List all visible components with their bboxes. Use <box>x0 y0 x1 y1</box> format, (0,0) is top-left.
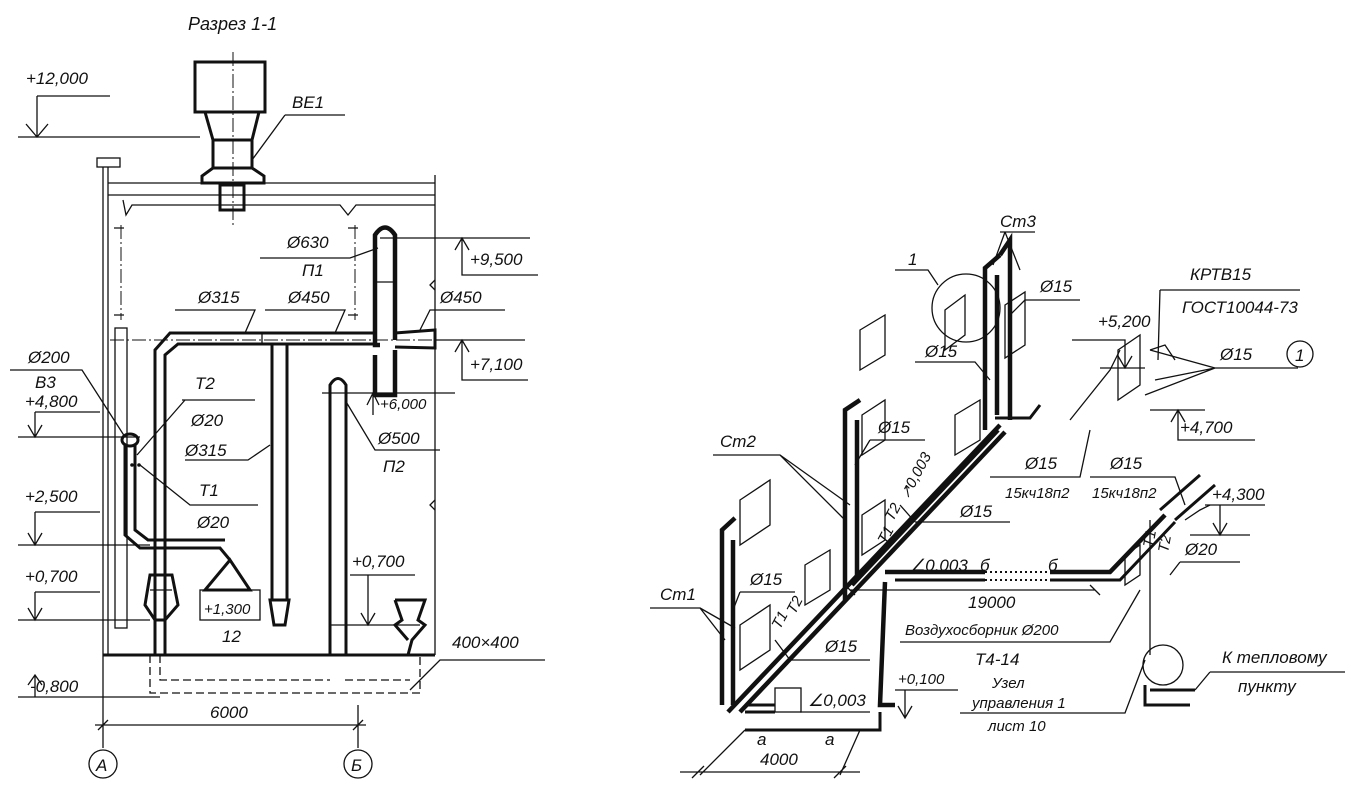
control-unit <box>774 687 802 713</box>
label-d15e: Ø15 <box>959 502 993 521</box>
level-12000: +12,000 <box>26 69 88 88</box>
node-marker-1 <box>1286 340 1314 368</box>
label-d315b: Ø315 <box>184 441 227 460</box>
detail-circle-1 <box>931 273 1001 343</box>
label-st2: Ст2 <box>720 432 756 451</box>
level-0700a: +0,700 <box>25 567 78 586</box>
label-b2: б <box>1048 556 1059 575</box>
label-d315a: Ø315 <box>197 288 240 307</box>
dimension-19000: 19000 <box>968 593 1016 612</box>
label-t2a: Т2 <box>882 500 906 524</box>
label-t2: Т2 <box>195 374 215 393</box>
radiators <box>739 290 1211 672</box>
label-list-10: лист 10 <box>987 718 1046 735</box>
callout-1: 1 <box>908 250 917 269</box>
label-duct-400x400: 400×400 <box>452 633 519 652</box>
label-p2: П2 <box>383 457 405 476</box>
label-t1b: Т1 <box>1140 528 1160 548</box>
label-uzel: Узел <box>991 675 1025 692</box>
level-7100: +7,100 <box>470 355 523 374</box>
label-d15g: Ø15 <box>1109 454 1143 473</box>
label-d15h: Ø15 <box>749 570 783 589</box>
label-a2: а <box>825 730 834 749</box>
dimension-6000: 6000 <box>210 703 248 722</box>
level-0100: +0,100 <box>898 671 945 688</box>
label-d450a: Ø450 <box>287 288 330 307</box>
level-4700: +4,700 <box>1180 418 1233 437</box>
label-valve-krtv15: КРТВ15 <box>1190 265 1252 284</box>
label-air-collector: Воздухосборник Ø200 <box>905 622 1059 639</box>
label-d20a: Ø20 <box>190 411 224 430</box>
level-5200: +5,200 <box>1098 312 1151 331</box>
label-d15f: Ø15 <box>1024 454 1058 473</box>
roof-fan-ve1 <box>193 52 345 225</box>
label-ve1: ВЕ1 <box>292 93 324 112</box>
label-gost: ГОСТ10044-73 <box>1182 298 1298 317</box>
label-punktu: пункту <box>1238 677 1297 696</box>
label-st3: Ст3 <box>1000 212 1036 231</box>
label-d15c: Ø15 <box>1219 345 1253 364</box>
level-2500: +2,500 <box>25 487 78 506</box>
axis-a: А <box>95 756 107 775</box>
label-d200: Ø200 <box>27 348 70 367</box>
label-d500: Ø500 <box>377 429 420 448</box>
label-d15b: Ø15 <box>924 342 958 361</box>
label-a1: а <box>757 730 766 749</box>
label-t2c: Т2 <box>784 593 808 617</box>
label-b3: В3 <box>35 373 56 392</box>
label-t1a: Т1 <box>875 523 898 546</box>
label-d450b: Ø450 <box>439 288 482 307</box>
node-1: 1 <box>1295 346 1304 365</box>
label-t1: Т1 <box>199 481 219 500</box>
label-d20: Ø20 <box>1184 540 1218 559</box>
label-d15d: Ø15 <box>877 418 911 437</box>
label-d630: Ø630 <box>286 233 329 252</box>
label-d20b: Ø20 <box>196 513 230 532</box>
isometric-drawing: Ст3 1 Ø15 Ø15 +5,200 КРТВ15 ГОСТ10044-73… <box>650 212 1345 779</box>
dimension-4000: 4000 <box>760 750 798 769</box>
level-4300: +4,300 <box>1212 485 1265 504</box>
riser-st1 <box>719 516 737 705</box>
label-slope3: ∠0,003 <box>808 691 866 710</box>
building-shell <box>96 157 436 705</box>
label-valve-v2: 15кч18п2 <box>1092 485 1157 502</box>
label-d15i: Ø15 <box>824 637 858 656</box>
heating-risers <box>120 432 428 656</box>
label-valve-v1: 15кч18п2 <box>1005 485 1070 502</box>
level-m0800: -0,800 <box>30 677 79 696</box>
level-6000: +6,000 <box>380 396 427 413</box>
label-t4-14: Т4-14 <box>975 650 1019 669</box>
label-t2b: Т2 <box>1155 533 1175 554</box>
air-collector <box>1142 644 1184 686</box>
label-slope2: ∠0,003 <box>910 556 968 575</box>
duct-p2 <box>328 377 348 655</box>
label-upravleniya: управления 1 <box>971 695 1066 712</box>
duct-p1 <box>110 225 450 627</box>
level-0700b: +0,700 <box>352 552 405 571</box>
label-d15a: Ø15 <box>1039 277 1073 296</box>
label-k-teplovomu: К тепловому <box>1222 648 1328 667</box>
section-title: Разрез 1-1 <box>188 14 277 34</box>
axis-b: Б <box>351 756 362 775</box>
label-st1: Ст1 <box>660 585 696 604</box>
label-slope1: ↗0,003 <box>897 449 936 502</box>
label-t1c: Т1 <box>769 608 792 631</box>
label-12: 12 <box>222 627 241 646</box>
level-9500: +9,500 <box>470 250 523 269</box>
level-4800: +4,800 <box>25 392 78 411</box>
section-drawing: Разрез 1-1 ВЕ1 +12,000 <box>10 14 545 779</box>
riser-st3 <box>982 232 1013 430</box>
level-1300: +1,300 <box>204 601 251 618</box>
label-p1: П1 <box>302 261 324 280</box>
riser-st2 <box>842 398 862 600</box>
label-b1: б <box>980 556 991 575</box>
